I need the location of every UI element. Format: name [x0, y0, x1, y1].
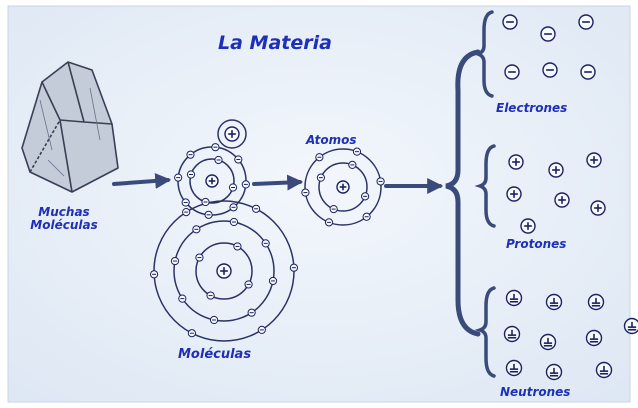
proton-symbol-1 [508, 154, 524, 170]
nucleus-atom [336, 180, 350, 194]
atom-outer-electron-1 [362, 212, 371, 221]
molecule-upper-outer-electron-7 [211, 143, 220, 152]
molecule-lower-outer-electron-4 [182, 207, 191, 217]
proton-symbol-6 [590, 200, 606, 216]
paper-background [7, 5, 631, 403]
proton-symbol-4 [506, 186, 522, 202]
atom-inner-electron-1 [361, 192, 370, 201]
arrows [112, 172, 444, 194]
molecule-lower-mid-electron-6 [192, 225, 201, 234]
label-moleculas: Moléculas [178, 347, 252, 362]
molecule-lower-mid-electron-4 [178, 294, 187, 303]
molecule-lower-mid-electron-8 [261, 239, 270, 248]
atom-outer-electron-3 [301, 188, 310, 197]
molecule-upper-inner-electron-2 [201, 197, 210, 207]
label-protones: Protones [506, 237, 567, 251]
particles [149, 14, 638, 381]
arrow-molecule-to-atom [252, 174, 304, 191]
bracket-electrones [472, 10, 494, 98]
label-atomos: Atomos [306, 133, 357, 147]
proton-symbol-7 [520, 218, 536, 234]
electron-symbol-4 [504, 64, 520, 80]
atom-inner-electron-3 [316, 173, 325, 182]
molecule-lower-outer-electron-5 [252, 204, 261, 213]
neutron-symbol-5 [503, 325, 521, 343]
molecule-upper-inner-electron-4 [214, 155, 223, 165]
neutron-symbol-2 [545, 293, 563, 311]
atom-outer-electron-6 [376, 177, 385, 186]
electron-symbol-3 [578, 14, 594, 30]
molecule-lower-mid-electron-1 [268, 276, 278, 286]
neutron-symbol-4 [623, 317, 638, 335]
molecule-lower-inner-electron-3 [195, 253, 204, 262]
molecule-lower-mid-electron-7 [229, 217, 239, 227]
label-moleculas-plural: Moléculas [30, 217, 98, 232]
bracket-neutrones [474, 286, 496, 378]
neutron-symbol-1 [505, 289, 523, 307]
molecule-upper-outer-electron-4 [181, 198, 190, 207]
title-la-materia: La Materia [218, 32, 332, 54]
nucleus-molecule-lower [216, 263, 232, 279]
molecule-lower-outer-electron-2 [187, 329, 196, 338]
proton-symbol-2 [548, 162, 564, 178]
molecule-lower-outer-electron-1 [257, 325, 266, 335]
electron-symbol-6 [580, 64, 596, 80]
neutron-symbol-7 [585, 329, 603, 347]
molecule-lower-mid-electron-2 [247, 308, 256, 317]
electron-symbol-1 [502, 14, 518, 30]
molecule-lower-outer-electron-3 [149, 270, 159, 279]
neutron-symbol-8 [505, 359, 523, 377]
atom-outer-electron-2 [324, 218, 334, 227]
molecule-lower-inner-electron-1 [244, 280, 253, 289]
crystal-sketch [21, 61, 119, 193]
molecule-lower-inner-electron-2 [206, 291, 215, 300]
atom-inner-electron-2 [329, 205, 338, 214]
molecule-upper-outer-electron-5 [174, 173, 183, 182]
arrow-crystals-to-molecule [112, 172, 172, 189]
label-electrones: Electrones [496, 101, 568, 115]
bracket-protones [474, 144, 496, 228]
electron-symbol-5 [542, 62, 558, 78]
label-muchas-moleculas: Muchas Moléculas [18, 206, 110, 231]
neutron-symbol-10 [595, 361, 613, 379]
sub-brackets [472, 10, 496, 378]
nucleus-molecule-upper [205, 174, 219, 188]
neutron-symbol-6 [539, 333, 557, 351]
electron-symbol-2 [540, 26, 556, 42]
molecule-upper-inner-electron-1 [228, 183, 238, 192]
molecule-lower-inner-electron-4 [233, 242, 242, 251]
molecule-upper-inner-electron-3 [186, 170, 196, 179]
neutron-symbol-9 [545, 363, 563, 381]
atom-inner-electron-4 [348, 160, 357, 169]
molecule-upper-outer-electron-2 [229, 203, 238, 212]
molecule-lower-mid-electron-3 [209, 315, 219, 325]
molecule-upper-outer-electron-3 [204, 210, 213, 219]
atom-outer-electron-5 [352, 147, 362, 156]
neutron-symbol-3 [587, 293, 605, 311]
atom-outer-electron-4 [315, 153, 324, 162]
nucleus-top [224, 126, 240, 142]
molecule-lower-outer-electron-6 [289, 263, 299, 272]
proton-symbol-5 [554, 192, 570, 208]
molecule-lower-mid-electron-5 [170, 256, 180, 266]
molecule-upper-outer-electron-8 [234, 155, 243, 164]
molecule-upper-outer-electron-6 [186, 150, 195, 159]
proton-symbol-3 [586, 152, 602, 168]
label-neutrones: Neutrones [500, 385, 571, 399]
label-muchas: Muchas [38, 205, 90, 219]
main-bracket [445, 49, 481, 337]
molecule-upper-outer-electron-1 [241, 180, 250, 189]
